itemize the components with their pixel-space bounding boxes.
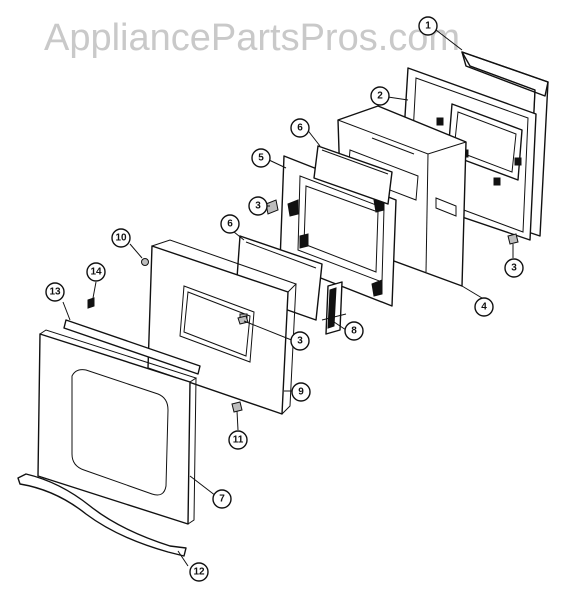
svg-text:11: 11 — [233, 435, 244, 446]
callout-5: 5 — [251, 148, 271, 168]
part-14-screw[interactable] — [87, 297, 95, 309]
callout-9: 9 — [291, 382, 311, 402]
callout-2: 2 — [370, 86, 390, 106]
svg-text:13: 13 — [49, 287, 61, 298]
callout-10: 10 — [111, 228, 131, 248]
svg-text:3: 3 — [511, 263, 517, 274]
part-10-screw[interactable] — [141, 258, 149, 266]
part-7-outer-glass-door[interactable] — [37, 329, 198, 525]
leader-lines — [62, 29, 514, 567]
watermark-text: AppliancePartsPros.com — [44, 17, 460, 59]
part-9-outer-door-panel[interactable] — [147, 239, 297, 415]
callout-13: 13 — [45, 282, 65, 302]
svg-text:14: 14 — [90, 267, 102, 278]
callout-3-center: 3 — [290, 331, 310, 351]
part-11-bumper[interactable] — [231, 401, 243, 413]
callout-1: 1 — [418, 16, 438, 36]
svg-text:10: 10 — [115, 233, 127, 244]
svg-text:3: 3 — [255, 201, 261, 212]
svg-text:2: 2 — [377, 91, 383, 102]
part-3-clip-upper[interactable] — [265, 199, 279, 215]
callout-4: 4 — [474, 297, 494, 317]
svg-text:6: 6 — [297, 123, 303, 134]
callout-6-lower: 6 — [220, 214, 240, 234]
svg-text:4: 4 — [481, 302, 487, 313]
callout-8: 8 — [344, 321, 364, 341]
svg-text:9: 9 — [298, 387, 304, 398]
svg-text:12: 12 — [193, 567, 205, 578]
svg-text:8: 8 — [351, 326, 357, 337]
part-6-glass-upper[interactable] — [313, 145, 393, 205]
part-8-hinge-bracket[interactable] — [321, 281, 347, 335]
svg-text:6: 6 — [227, 219, 233, 230]
svg-text:7: 7 — [219, 494, 225, 505]
part-3-clip-right[interactable] — [507, 233, 519, 245]
callout-6-upper: 6 — [290, 118, 310, 138]
callout-3-right: 3 — [504, 258, 524, 278]
svg-text:5: 5 — [258, 153, 264, 164]
svg-text:3: 3 — [297, 336, 303, 347]
callout-12: 12 — [189, 562, 209, 582]
callout-7: 7 — [212, 489, 232, 509]
svg-text:1: 1 — [425, 21, 431, 32]
callout-11: 11 — [228, 430, 248, 450]
callout-3-upper: 3 — [248, 196, 268, 216]
part-3-clip-center[interactable] — [237, 315, 249, 325]
callout-14: 14 — [86, 262, 106, 282]
part-12-door-handle[interactable] — [17, 473, 187, 557]
part-13-trim-strip[interactable] — [63, 319, 201, 375]
